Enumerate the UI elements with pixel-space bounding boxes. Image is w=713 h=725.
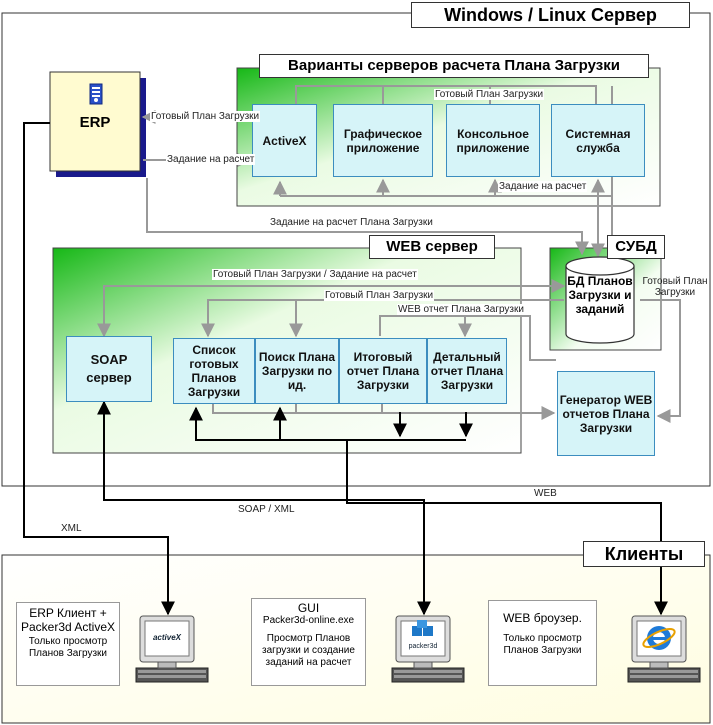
variant-system-service: Системная служба bbox=[551, 104, 645, 177]
soap-server: SOAP сервер bbox=[66, 336, 152, 402]
ready-or-task-label: Готовый План Загрузки / Задание на расче… bbox=[212, 269, 418, 280]
server-title: Windows / Linux Сервер bbox=[411, 2, 690, 28]
gui-client-panel: GUI Packer3d-online.exe Просмотр Планов … bbox=[251, 598, 366, 686]
web-box-summary: Итоговый отчет Плана Загрузки bbox=[339, 338, 427, 404]
variant-console-app: Консольное приложение bbox=[446, 104, 540, 177]
variants-top-label: Готовый План Загрузки bbox=[434, 89, 545, 100]
dbms-title: СУБД bbox=[607, 235, 665, 259]
web-report-label: WEB отчет Плана Загрузки bbox=[397, 304, 525, 315]
ready-plan-label: Готовый План Загрузки bbox=[324, 290, 435, 301]
variant-activex: ActiveX bbox=[252, 104, 317, 177]
ready-right-label: Готовый План Загрузки bbox=[642, 276, 708, 298]
web-label: WEB bbox=[533, 488, 558, 499]
document-icon bbox=[89, 83, 103, 105]
web-client-desc: Только просмотр Планов Загрузки bbox=[503, 633, 582, 656]
variants-title: Варианты серверов расчета Плана Загрузки bbox=[259, 54, 649, 78]
erp-box bbox=[49, 71, 141, 172]
report-generator: Генератор WEB отчетов Плана Загрузки bbox=[557, 371, 655, 456]
db-label: БД Планов Загрузки и заданий bbox=[567, 274, 633, 316]
packer3d-logo-text: packer3d bbox=[408, 643, 438, 650]
web-box-list: Список готовых Планов Загрузки bbox=[173, 338, 255, 404]
web-server-title: WEB сервер bbox=[369, 235, 495, 259]
erp-client-desc: Только просмотр Планов Загрузки bbox=[28, 636, 108, 659]
soap-xml-label: SOAP / XML bbox=[237, 504, 296, 515]
clients-title: Клиенты bbox=[583, 541, 705, 567]
computer-packer3d-icon: packer3d bbox=[384, 614, 466, 686]
gui-client-title: GUI bbox=[297, 601, 320, 615]
erp-client-title: ERP Клиент + Packer3d ActiveX bbox=[20, 606, 116, 634]
activex-logo-text: activeX bbox=[152, 633, 182, 642]
web-client-title: WEB броузер. bbox=[503, 611, 582, 625]
computer-browser-icon bbox=[620, 614, 702, 686]
variants-bottom-label: Задание на расчет bbox=[498, 181, 588, 192]
erp-task-label: Задание на расчет bbox=[166, 154, 256, 165]
gui-client-exe: Packer3d-online.exe bbox=[262, 615, 355, 626]
web-box-detail: Детальный отчет Плана Загрузки bbox=[427, 338, 507, 404]
xml-label: XML bbox=[60, 523, 83, 534]
gui-client-desc: Просмотр Планов загрузки и создание зада… bbox=[262, 633, 355, 668]
web-box-search: Поиск Плана Загрузки по ид. bbox=[255, 338, 339, 404]
db-cylinder bbox=[565, 256, 635, 344]
erp-label: ERP bbox=[79, 114, 111, 131]
erp-ready-label: Готовый План Загрузки bbox=[150, 111, 261, 122]
web-client-panel: WEB броузер. Только просмотр Планов Загр… bbox=[488, 600, 597, 686]
computer-activex-icon: activeX bbox=[128, 614, 210, 686]
variant-gui-app: Графическое приложение bbox=[333, 104, 433, 177]
erp-client-panel: ERP Клиент + Packer3d ActiveX Только про… bbox=[16, 602, 120, 686]
task-plan-label: Задание на расчет Плана Загрузки bbox=[269, 217, 434, 228]
